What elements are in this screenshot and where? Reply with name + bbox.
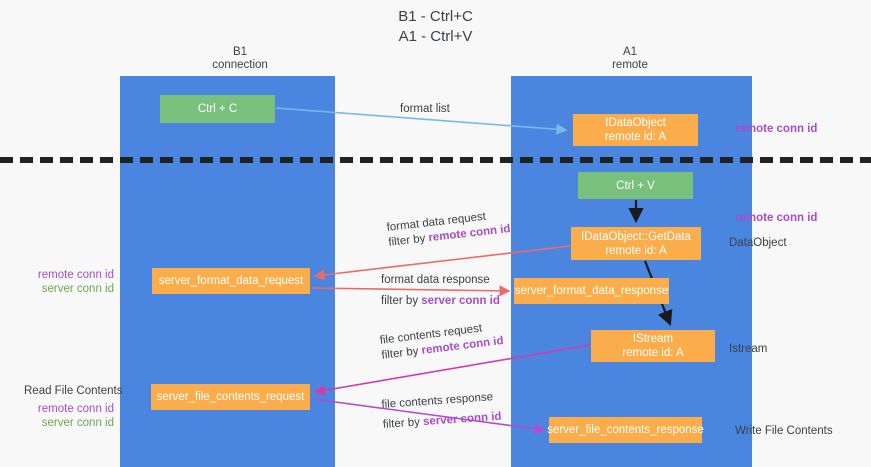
filter-key-server-conn-id: server conn id xyxy=(421,295,500,307)
node-ctrl-v[interactable]: Ctrl + V xyxy=(578,172,693,199)
node-server-format-data-request[interactable]: server_format_data_request xyxy=(152,268,310,294)
filter-key-server-conn-id: server conn id xyxy=(422,410,502,429)
column-header-b1-name: B1 xyxy=(232,46,248,58)
node-idataobject-line1: IDataObject xyxy=(605,117,666,129)
node-ctrl-c[interactable]: Ctrl + C xyxy=(160,95,275,123)
node-idataobject-getdata[interactable]: IDataObject::GetData remote id: A xyxy=(571,227,701,260)
title-line-2: A1 - Ctrl+V xyxy=(398,28,473,45)
node-idataobject-line2: remote id: A xyxy=(604,131,667,143)
annotation-istream: Istream xyxy=(729,343,768,355)
node-getdata-line1: IDataObject::GetData xyxy=(581,230,691,243)
annotation-write-file-contents: Write File Contents xyxy=(735,425,833,437)
edge-label-format-list: format list xyxy=(400,102,450,117)
column-header-b1: B1 connection xyxy=(155,46,325,72)
node-server-file-contents-response-label: server_file_contents_response xyxy=(547,424,704,436)
column-header-b1-role: connection xyxy=(212,59,268,71)
edge-label-format-list-text: format list xyxy=(400,103,450,115)
node-ctrl-c-label: Ctrl + C xyxy=(197,103,238,115)
node-istream[interactable]: IStream remote id: A xyxy=(591,330,715,362)
annotation-left-conn-ids-bottom: remote conn id server conn id xyxy=(24,402,114,430)
node-server-file-contents-request[interactable]: server_file_contents_request xyxy=(151,384,310,410)
annotation-left-conn-ids-mid: remote conn id server conn id xyxy=(24,268,114,296)
edge-label-file-contents-response-title: file contents response xyxy=(381,391,494,411)
node-idataobject[interactable]: IDataObject remote id: A xyxy=(573,114,698,146)
annotation-remote-conn-id-mid: remote conn id xyxy=(735,212,818,224)
edge-label-format-data-response-title: format data response xyxy=(381,274,490,286)
node-ctrl-v-label: Ctrl + V xyxy=(616,179,655,192)
edge-label-format-data-response-filter: filter by server conn id xyxy=(381,294,500,309)
annotation-left-server-conn-id-mid: server conn id xyxy=(41,283,114,295)
filter-prefix: filter by xyxy=(380,344,423,362)
annotation-read-file-contents: Read File Contents xyxy=(24,385,123,397)
edge-label-file-contents-request: file contents request filter by remote c… xyxy=(379,319,504,364)
annotation-left-server-conn-id-bottom: server conn id xyxy=(41,417,114,429)
node-server-file-contents-request-label: server_file_contents_request xyxy=(156,391,305,403)
node-istream-line2: remote id: A xyxy=(622,347,684,359)
node-server-format-data-response[interactable]: server_format_data_response xyxy=(514,278,669,304)
column-header-a1: A1 remote xyxy=(545,46,715,72)
node-istream-line1: IStream xyxy=(632,333,674,345)
node-server-format-data-request-label: server_format_data_request xyxy=(158,275,304,287)
annotation-dataobject: DataObject xyxy=(729,237,787,249)
annotation-remote-conn-id-top: remote conn id xyxy=(735,123,818,135)
title-line-1: B1 - Ctrl+C xyxy=(398,8,473,25)
annotation-left-remote-conn-id-bottom: remote conn id xyxy=(37,403,114,415)
edge-label-format-data-request: format data request filter by remote con… xyxy=(386,207,511,251)
filter-prefix: filter by xyxy=(382,416,424,431)
edge-label-file-contents-response-filter: filter by server conn id xyxy=(382,410,502,433)
annotation-left-remote-conn-id-mid: remote conn id xyxy=(37,269,114,281)
section-divider xyxy=(0,157,871,163)
node-getdata-line2: remote id: A xyxy=(605,244,667,257)
filter-prefix: filter by xyxy=(381,295,422,307)
column-header-a1-name: A1 xyxy=(622,46,638,58)
node-server-format-data-response-label: server_format_data_response xyxy=(514,285,669,297)
filter-prefix: filter by xyxy=(387,232,430,249)
column-header-a1-role: remote xyxy=(612,59,648,71)
node-server-file-contents-response[interactable]: server_file_contents_response xyxy=(547,417,704,443)
page-title: B1 - Ctrl+C A1 - Ctrl+V xyxy=(0,7,871,47)
edge-label-file-contents-response: file contents response filter by server … xyxy=(381,390,502,433)
edge-label-format-data-response: format data response filter by server co… xyxy=(381,273,500,309)
